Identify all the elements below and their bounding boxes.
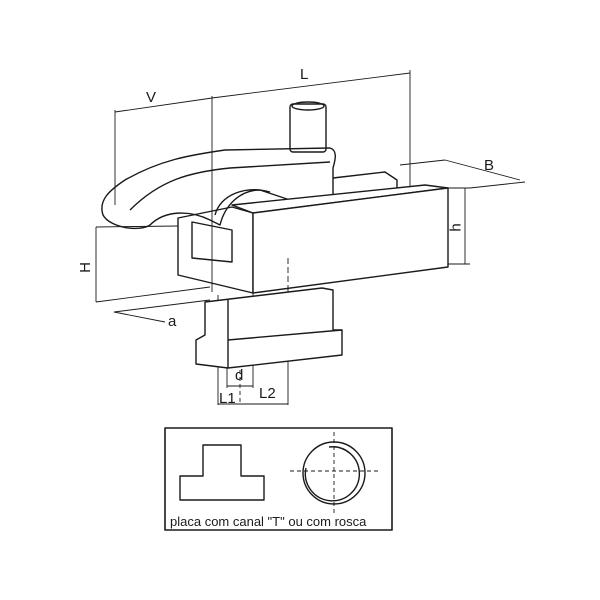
thread-centerlines [290,432,380,515]
legend-caption: placa com canal "T" ou com rosca [170,514,367,529]
dim-L1: L1 [219,390,236,407]
dim-L2: L2 [259,385,276,402]
dim-V: V [146,89,157,106]
side-window [191,221,233,263]
t-nut [195,287,343,369]
t-slot-profile [179,444,265,501]
dim-d: d [235,367,244,384]
pivot-arc [214,189,271,216]
lever-edge [129,161,331,211]
dim-a: a [168,313,177,330]
thread-circle [302,441,366,505]
legend-box [164,427,393,531]
main-block-front [252,187,449,294]
side-block [177,206,254,294]
dim-L: L [300,66,309,83]
clamp-lever [101,147,336,230]
dim-B: B [484,157,495,174]
t-nut-edges [227,300,343,368]
dim-h: h [447,223,465,232]
bolt [289,101,327,153]
thread-inner [304,446,361,502]
dim-H: H [76,262,94,273]
